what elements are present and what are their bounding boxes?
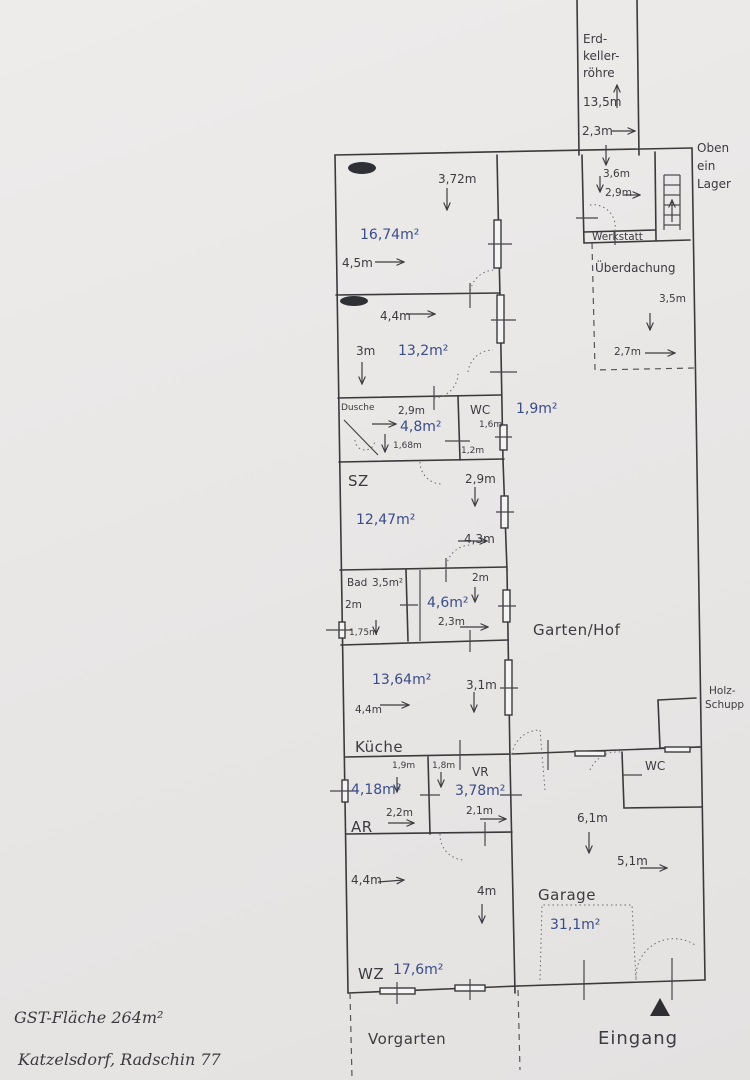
yard-outline [511, 147, 706, 987]
label-wc-2: WC [645, 759, 666, 773]
area-sz: 12,47m² [356, 512, 416, 528]
vorgarten-outline [349, 992, 353, 1079]
dim-ueberdachung-2: 2,7m [614, 346, 641, 358]
dim-vr-1: 1,8m [432, 761, 456, 771]
area-wc-1: 1,9m² [516, 401, 558, 417]
label-ar: AR [351, 818, 373, 836]
dim-sz-1: 2,9m [465, 472, 496, 486]
area-room2: 13,2m² [398, 343, 449, 359]
dim-garage-2: 5,1m [617, 854, 648, 868]
dim-ar-1: 1,9m [392, 761, 416, 771]
scribble-marks [340, 162, 376, 306]
dim-wc1-1: 1,6m [479, 420, 503, 430]
label-bad: Bad [347, 577, 368, 589]
dim-kueche-2: 4,4m [355, 704, 382, 716]
label-holzschupp: Holz- [709, 685, 736, 697]
dim-ueberdachung-1: 3,5m [659, 293, 686, 305]
dim-bad-1: 2m [345, 599, 362, 611]
label-dusche: Dusche [341, 403, 375, 413]
dim-room1-width: 4,5m [342, 256, 373, 270]
label-kueche: Küche [355, 738, 404, 756]
area-garage: 31,1m² [550, 917, 601, 933]
label-oben: Oben [697, 141, 730, 155]
dim-room1-depth: 3,72m [438, 172, 477, 186]
room-walls [335, 292, 513, 835]
label-sz: SZ [348, 472, 369, 490]
label-lager: Lager [697, 177, 731, 191]
dim-sz-2: 4,3m [464, 532, 495, 546]
area-vr: 3,78m² [455, 783, 506, 799]
dim-room2-width: 4,4m [380, 309, 411, 323]
label-erdkeller-2: keller- [583, 49, 620, 63]
address-note: Katzelsdorf, Radschin 77 [18, 1050, 221, 1069]
area-wz: 17,6m² [393, 962, 444, 978]
dim-kueche-1: 3,1m [466, 678, 497, 692]
label-ueberdachung: Überdachung [595, 261, 676, 275]
label-holzschupp-2: Schupp [705, 699, 745, 711]
dim-wc1-2: 1,2m [461, 446, 485, 456]
label-wc-1: WC [470, 403, 491, 417]
label-vorgarten: Vorgarten [368, 1030, 447, 1048]
dim-erdkeller-width: 2,3m [582, 124, 613, 138]
dimension-arrows [362, 85, 675, 923]
label-erdkeller-3: röhre [583, 66, 615, 80]
dim-vr-2: 2,1m [466, 805, 493, 817]
label-erdkeller: Erd- [583, 32, 608, 46]
dim-wz-1: 4,4m [351, 873, 382, 887]
doors [343, 204, 696, 1000]
windows [326, 219, 691, 1004]
dim-bad-2: 1,75m [349, 628, 378, 638]
vorgarten-outline-right [517, 989, 521, 1071]
dim-dusche-1: 2,9m [398, 405, 425, 417]
dim-erdkeller-length: 13,5m [583, 95, 622, 109]
dim-vorraum-bad-2: 2,3m [438, 616, 465, 628]
label-werkstatt: Werkstatt [592, 231, 643, 243]
label-eingang: Eingang [598, 1028, 679, 1049]
area-ar: 4,18m² [351, 782, 402, 798]
dim-werkstatt-2: 2,9m [605, 187, 632, 199]
area-vorraum-bad: 4,6m² [427, 595, 469, 611]
dim-vorraum-bad-1: 2m [472, 572, 489, 584]
dim-wz-2: 4m [477, 884, 497, 898]
area-room1: 16,74m² [360, 227, 420, 243]
label-wz: WZ [358, 965, 385, 983]
area-kueche: 13,64m² [372, 672, 432, 688]
dim-garage-1: 6,1m [577, 811, 608, 825]
dim-dusche-2: 1,68m [393, 441, 422, 451]
dim-ar-2: 2,2m [386, 807, 413, 819]
label-garage: Garage [538, 886, 596, 904]
stairs-icon [663, 174, 681, 230]
dim-room2-depth: 3m [356, 344, 376, 358]
label-vr: VR [472, 765, 489, 779]
area-bad: 3,5m² [372, 577, 404, 589]
entrance-marker-icon [650, 998, 670, 1016]
area-dusche: 4,8m² [400, 419, 442, 435]
erdkeller-tunnel [576, 0, 640, 156]
plot-area-note: GST-Fläche 264m² [14, 1008, 164, 1027]
label-ein: ein [697, 159, 716, 173]
label-garten-hof: Garten/Hof [533, 621, 621, 639]
dim-werkstatt-1: 3,6m [603, 168, 630, 180]
